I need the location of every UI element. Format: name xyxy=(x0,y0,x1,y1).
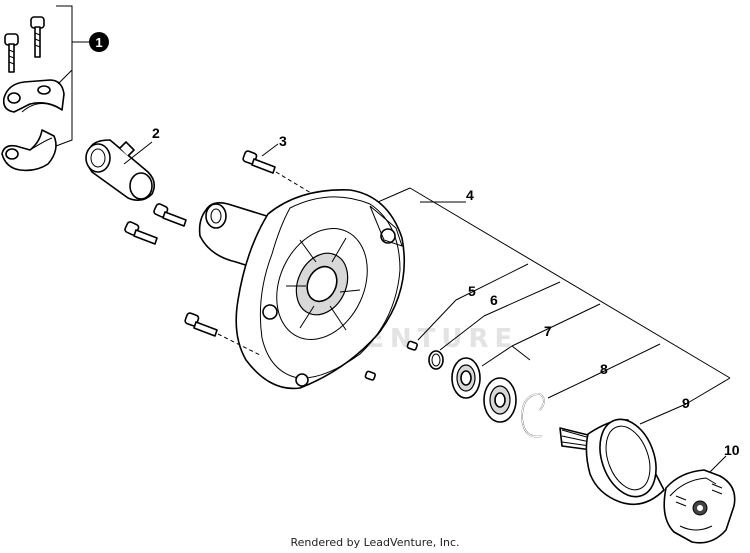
part-3-screw[interactable]: 3 xyxy=(242,133,317,197)
screw-mid-1 xyxy=(153,203,187,227)
bearing-2 xyxy=(483,377,517,423)
part-1-clamp-assembly[interactable]: 1 xyxy=(1,5,109,172)
part-2-sleeve[interactable]: 2 xyxy=(85,125,160,202)
callout-7: 7 xyxy=(544,323,552,339)
part-7-bearings[interactable]: 7 xyxy=(451,303,601,423)
callout-5: 5 xyxy=(468,283,476,299)
part-8-snap-ring[interactable]: 8 xyxy=(521,343,661,438)
screw-1b xyxy=(30,16,45,58)
screw-pair xyxy=(124,203,187,245)
callout-3: 3 xyxy=(279,133,287,149)
part-6-retaining-ring[interactable]: 6 xyxy=(428,281,561,370)
clamp-lower xyxy=(1,129,57,172)
callout-10: 10 xyxy=(724,442,740,458)
callout-9: 9 xyxy=(682,395,690,411)
clamp-upper xyxy=(2,79,65,113)
screw-1a xyxy=(4,33,19,73)
bearing-1 xyxy=(451,357,481,399)
part-5-pin[interactable]: 5 xyxy=(364,263,529,381)
screw-lower xyxy=(184,312,263,357)
callout-2: 2 xyxy=(152,125,160,141)
callout-6: 6 xyxy=(490,292,498,308)
callout-1: 1 xyxy=(95,35,102,50)
footer-credit: Rendered by LeadVenture, Inc. xyxy=(290,536,460,549)
screw-mid-2 xyxy=(124,221,158,245)
callout-8: 8 xyxy=(600,361,608,377)
callout-4: 4 xyxy=(466,187,474,203)
part-4-clutch-housing[interactable]: 4 xyxy=(198,187,731,390)
part-9-clutch-drum[interactable]: 9 xyxy=(559,377,731,506)
part-10-clutch-shoe[interactable]: 10 xyxy=(663,442,740,544)
callout-1-badge xyxy=(89,32,109,52)
